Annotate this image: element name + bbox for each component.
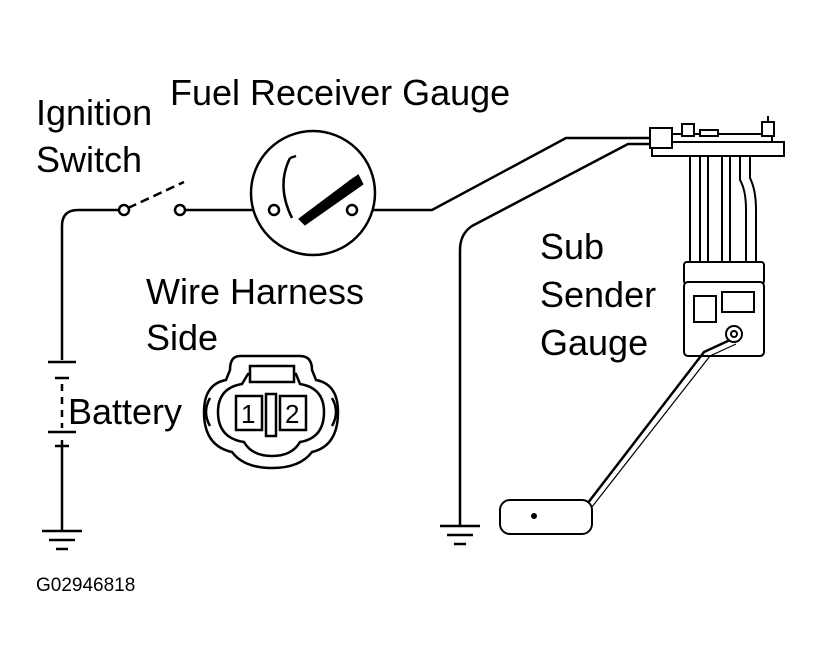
sender-fitting-left	[681, 123, 695, 137]
gauge-dial	[249, 129, 377, 257]
circuit-wiring	[60, 136, 652, 530]
sub-sender-gauge-label-line2: Sender	[540, 274, 656, 315]
sender-float-arm-inner	[587, 343, 737, 513]
sub-sender-gauge-label-line1: Sub	[540, 226, 604, 267]
ignition-switch-label-line1: Ignition	[36, 92, 152, 133]
sender-body-window	[693, 295, 717, 323]
ignition-switch	[117, 180, 187, 217]
connector-key-slot	[264, 392, 278, 438]
figure-id-label: G02946818	[36, 575, 135, 596]
connector-lock-tab	[248, 364, 296, 384]
sender-body-window-2	[721, 291, 755, 313]
wire-harness-label-line1: Wire Harness	[146, 271, 364, 312]
sub-sender-gauge-unit	[499, 116, 785, 535]
sub-sender-gauge-label-line3: Gauge	[540, 322, 648, 363]
sender-float-pivot	[531, 513, 537, 519]
switch-blade	[127, 180, 185, 210]
battery-label: Battery	[68, 391, 182, 432]
sender-float-arm	[583, 338, 731, 509]
fuel-receiver-gauge-label: Fuel Receiver Gauge	[170, 72, 510, 113]
connector-side-ear-left	[204, 397, 212, 427]
sender-float	[499, 499, 593, 535]
connector-pin-2-cavity	[278, 394, 308, 432]
connector-pin-1-label: 1	[241, 399, 255, 429]
connector-pin-1-cavity	[234, 394, 264, 432]
switch-contact-right	[173, 203, 187, 217]
ignition-switch-label-line2: Switch	[36, 139, 142, 180]
gauge-terminal-left	[267, 203, 281, 217]
wire-sender-ground	[458, 142, 652, 525]
ground-symbol-sender	[440, 524, 480, 546]
gauge-terminal-right	[345, 203, 359, 217]
sender-tube-right	[739, 156, 757, 268]
battery-symbol	[48, 360, 76, 448]
gauge-scale-tick	[289, 154, 297, 160]
sender-fitting-right	[761, 121, 775, 137]
connector-pin-2-label: 2	[285, 399, 299, 429]
wire-gauge-to-sender	[352, 136, 652, 212]
sender-tube-center	[707, 155, 723, 269]
gauge-scale-arc	[282, 157, 294, 219]
sender-upper-collar	[683, 261, 765, 285]
sender-fitting-mid	[699, 129, 719, 137]
sender-pivot-inner	[730, 330, 738, 338]
switch-contact-left	[117, 203, 131, 217]
wire-battery-to-switch	[60, 208, 120, 360]
wire-harness-connector	[202, 354, 340, 470]
ground-symbol-battery	[42, 529, 82, 551]
fuel-receiver-gauge	[249, 129, 377, 257]
wire-harness-label-line2: Side	[146, 317, 218, 358]
sender-tube-left	[689, 155, 701, 269]
sender-wire-connector	[649, 127, 673, 149]
gauge-needle	[298, 174, 364, 226]
connector-side-ear-right	[330, 397, 338, 427]
